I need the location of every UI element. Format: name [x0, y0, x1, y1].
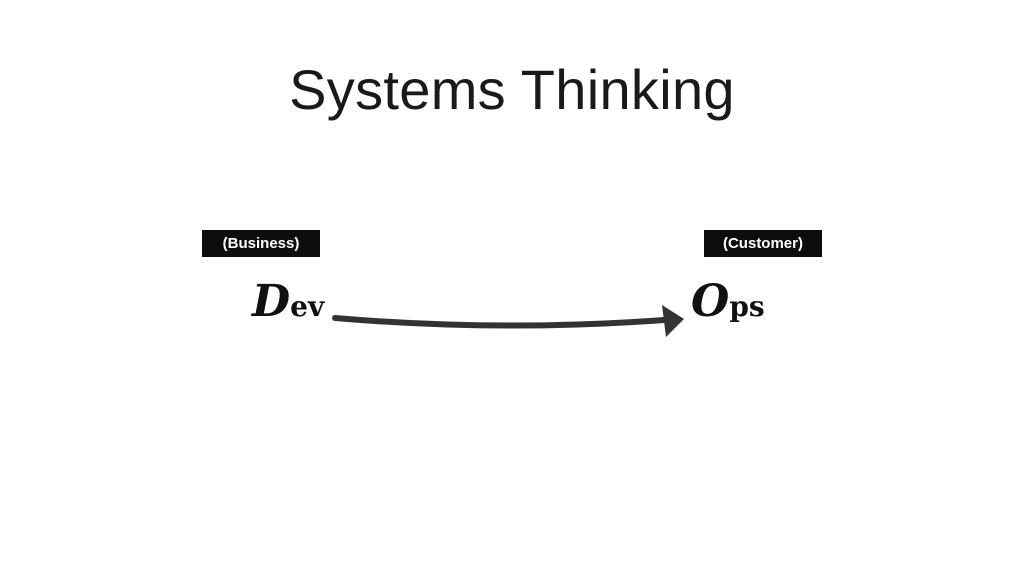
ops-rest: ps	[729, 290, 765, 323]
ops-initial: O	[691, 276, 730, 327]
slide-title: Systems Thinking	[289, 58, 735, 121]
flow-arrow-head	[662, 305, 684, 337]
customer-tag: (Customer)	[704, 230, 822, 257]
dev-node: Dev	[252, 280, 324, 324]
ops-node: Ops	[691, 280, 765, 324]
dev-initial: D	[252, 276, 291, 327]
dev-rest: ev	[290, 290, 325, 323]
business-tag: (Business)	[202, 230, 320, 257]
flow-arrow-shaft	[332, 315, 667, 329]
